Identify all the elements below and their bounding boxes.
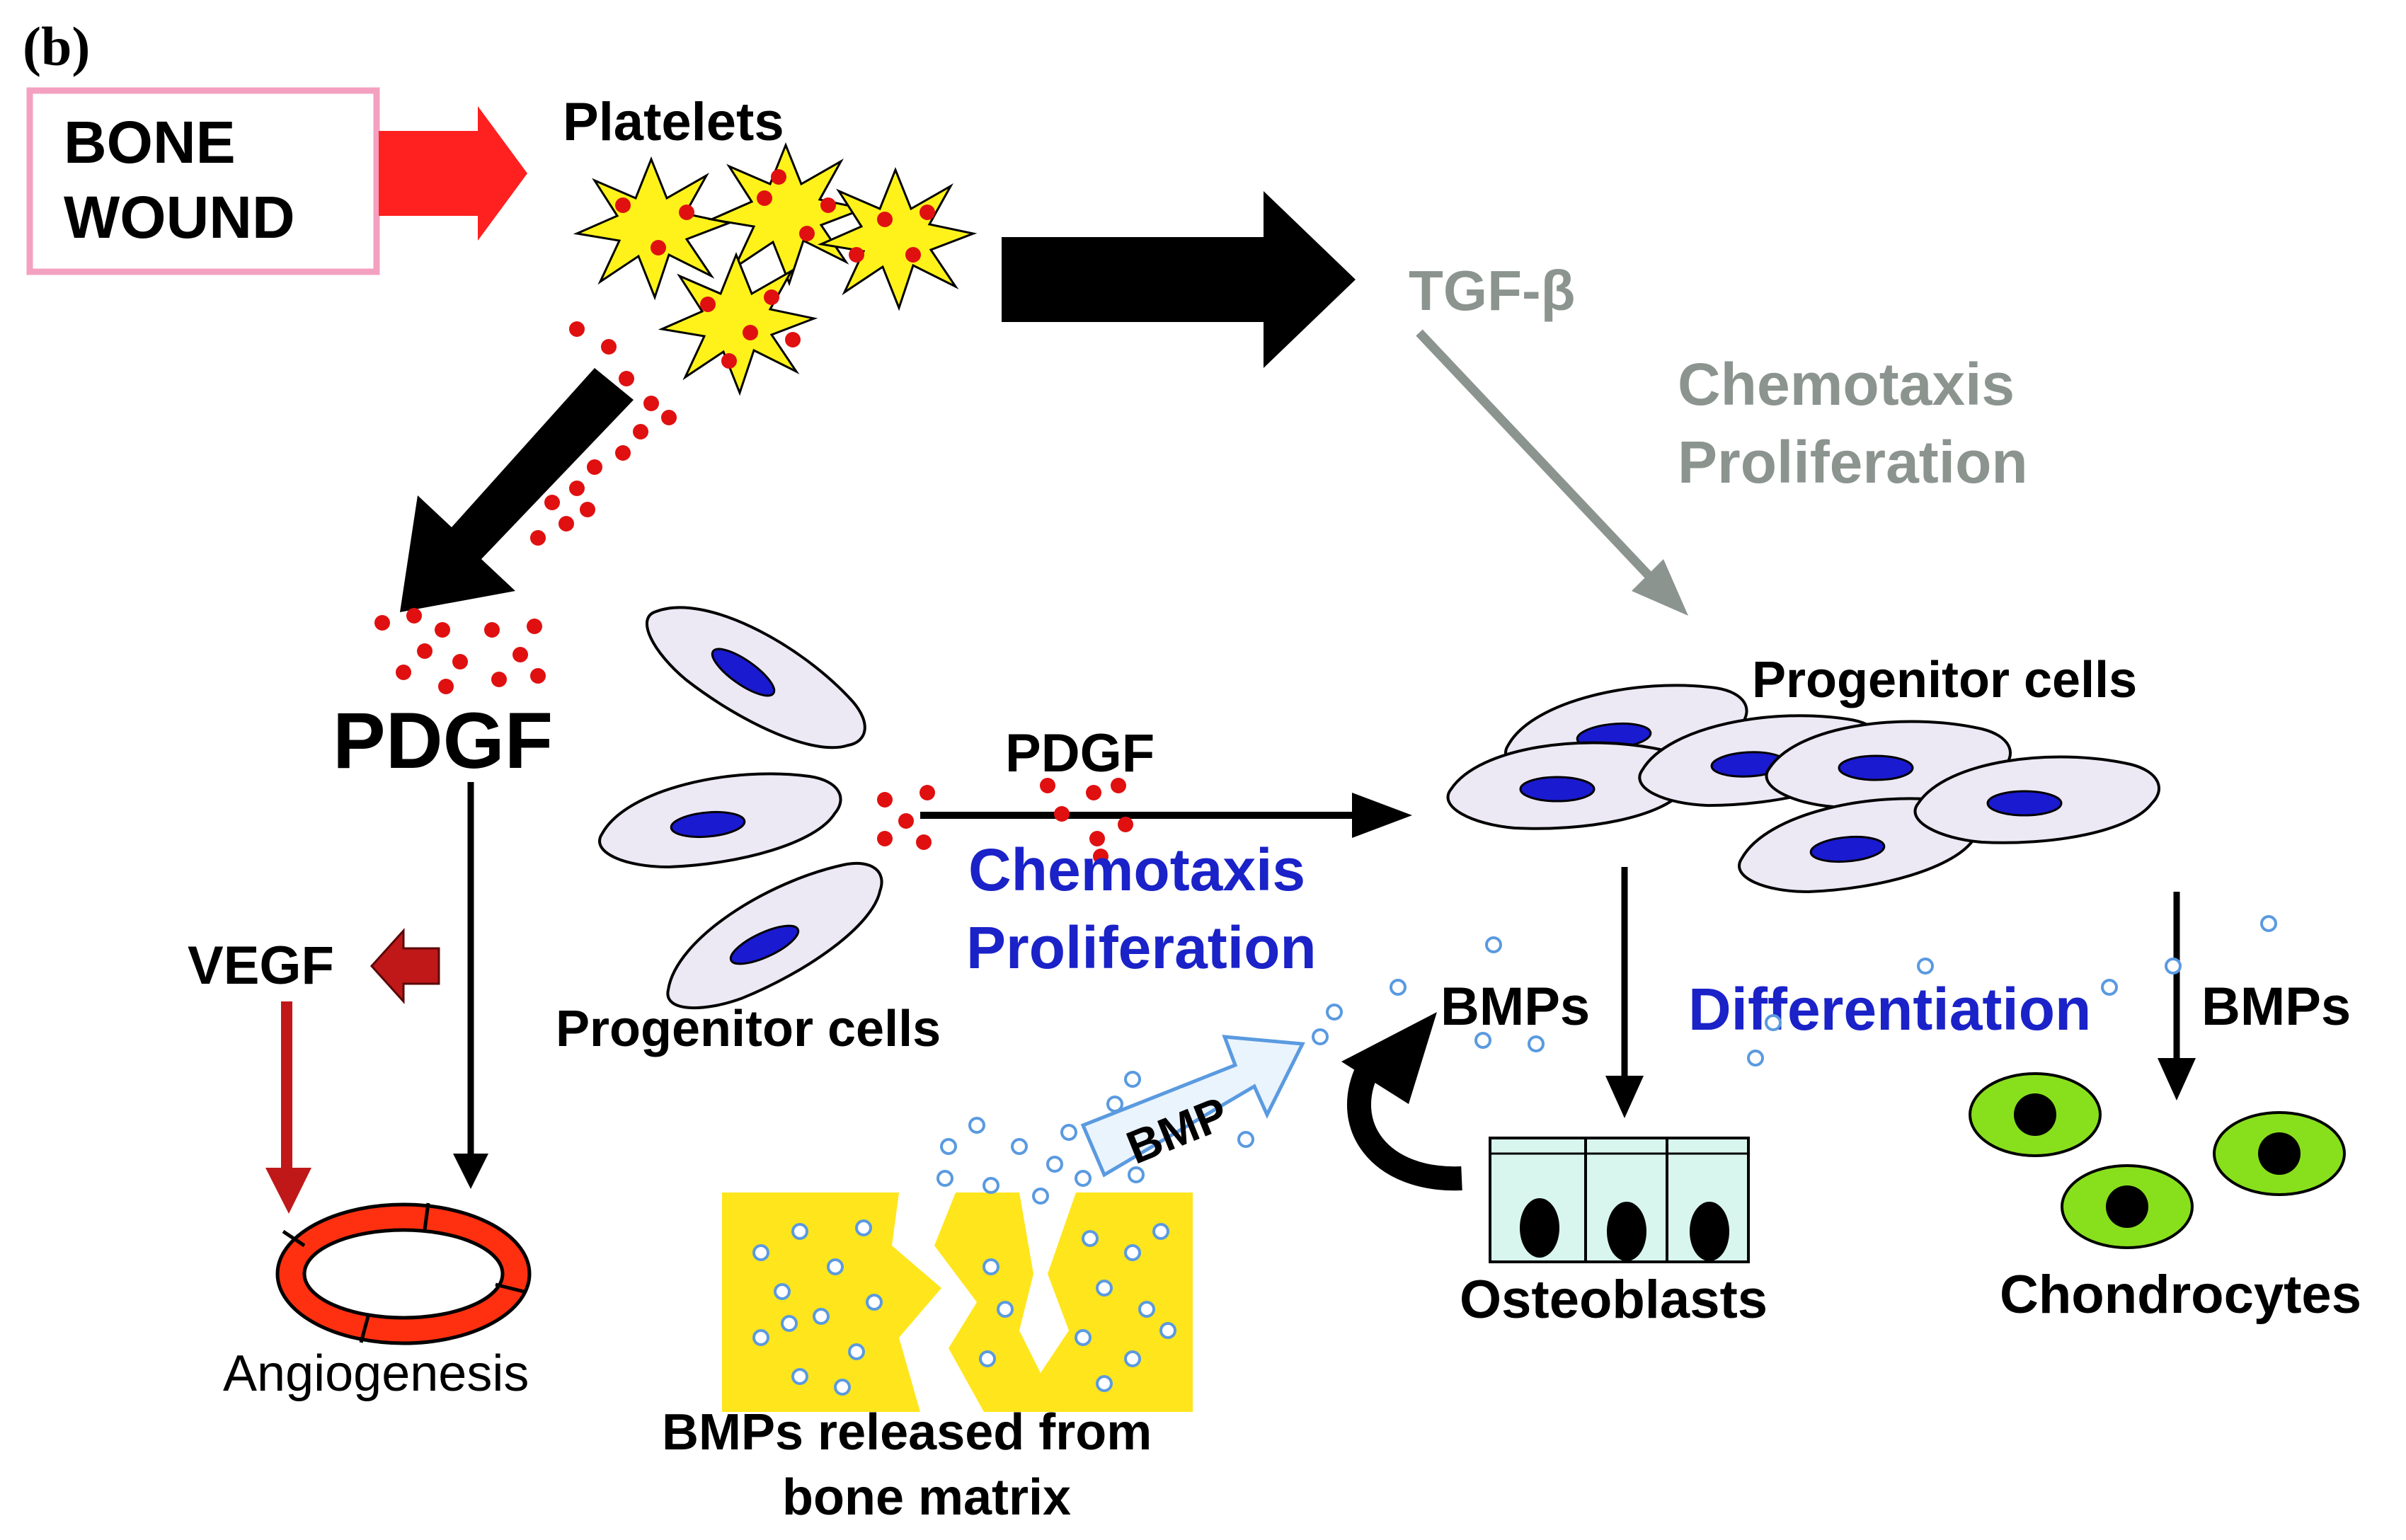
platelets-cluster	[575, 144, 975, 394]
curved-arrow-osteo-to-bmps	[1347, 1059, 1462, 1191]
angiogenesis-label: Angiogenesis	[223, 1345, 529, 1402]
vegf-small-arrow	[370, 928, 440, 1004]
proliferation-center-label: Proliferation	[966, 914, 1317, 981]
bone-wound-line2: WOUND	[64, 184, 295, 251]
platelets-label: Platelets	[563, 92, 784, 152]
pdgf-arrow-label: PDGF	[1005, 723, 1155, 783]
black-arrow-to-pdgf	[400, 368, 634, 612]
chondrocytes-icon	[1969, 1072, 2346, 1249]
bone-wound-box	[26, 87, 380, 275]
bmp-arrow	[1080, 1035, 1305, 1178]
osteoblasts-icon	[1489, 1137, 1750, 1263]
pdgf-release-dots	[374, 321, 677, 694]
blood-vessel-icon	[275, 1202, 532, 1345]
tgf-beta-label: TGF-β	[1409, 259, 1575, 322]
bmps-osteo-label: BMPs	[1440, 977, 1590, 1037]
progenitor-left-label: Progenitor cells	[556, 1001, 941, 1057]
bone-matrix-label-line1: BMPs released from	[662, 1404, 1152, 1461]
progenitor-cells-left	[593, 570, 905, 1028]
pdgf-large-label: PDGF	[333, 696, 553, 785]
vegf-label: VEGF	[188, 936, 334, 996]
bone-wound-line1: BONE	[64, 109, 236, 176]
black-arrow-to-tgf-beta	[1002, 191, 1356, 368]
progenitor-cells-right	[1446, 677, 2160, 900]
bmps-chondro-label: BMPs	[2201, 977, 2351, 1037]
proliferation-right-label: Proliferation	[1678, 429, 2028, 495]
red-arrow-wound-to-platelets	[379, 106, 527, 241]
differentiation-label: Differentiation	[1688, 976, 2091, 1042]
chemotaxis-right-label: Chemotaxis	[1678, 351, 2015, 418]
progenitor-right-label: Progenitor cells	[1752, 652, 2137, 708]
bone-matrix-icon	[722, 1193, 1193, 1412]
chondrocytes-label: Chondrocytes	[2000, 1265, 2361, 1325]
gray-arrow-head	[1632, 559, 1688, 616]
osteoblasts-label: Osteoblasts	[1460, 1270, 1768, 1330]
bone-matrix-label-line2: bone matrix	[782, 1469, 1071, 1526]
panel-label: (b)	[23, 16, 90, 77]
chemotaxis-center-label: Chemotaxis	[968, 837, 1305, 903]
gray-arrow-tgf-to-progenitor	[1416, 329, 1663, 591]
